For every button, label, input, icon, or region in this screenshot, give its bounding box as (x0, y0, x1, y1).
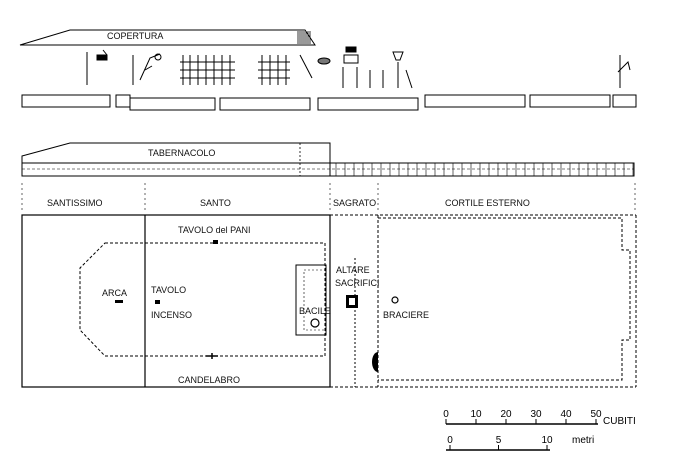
plan-view: TAVOLO del PANI ARCA TAVOLO INCENSO CAND… (21, 214, 637, 388)
section-label-sagrato: SAGRATO (333, 198, 376, 208)
courtyard-inner-outline (378, 217, 631, 381)
ark-marker (115, 300, 123, 303)
incense-table-label-1: TAVOLO (151, 285, 186, 295)
basin-label: BACILE (299, 306, 331, 316)
scale-cubiti-tick-label: 20 (500, 409, 512, 420)
ark-label: ARCA (102, 288, 127, 298)
section-dividers (21, 183, 636, 213)
altar-label-2: SACRIFICI (335, 278, 380, 288)
scale-cubiti: 0 10 20 30 40 50 CUBITI (443, 409, 636, 427)
elevation-furnishings (86, 46, 631, 89)
tabernacle-label: TABERNACOLO (148, 148, 215, 158)
brazier-label: BRACIERE (383, 310, 429, 320)
scale-cubiti-tick-label: 10 (470, 409, 482, 420)
tabernacle-box (21, 214, 331, 388)
lampstand-marker (206, 353, 218, 359)
scale-cubiti-tick-label: 40 (560, 409, 572, 420)
basin-marker (310, 318, 320, 328)
scale-cubiti-tick-label: 0 (443, 409, 449, 420)
roof-hatch (297, 31, 311, 44)
altar-label-1: ALTARE (336, 265, 370, 275)
scale-metri-tick-label: 5 (496, 435, 502, 446)
scale-cubiti-tick-label: 50 (590, 409, 602, 420)
section-label-santissimo: SANTISSIMO (47, 198, 103, 208)
section-label-santo: SANTO (200, 198, 231, 208)
scale-metri-unit: metri (572, 435, 594, 446)
section-label-cortile: CORTILE ESTERNO (445, 198, 530, 208)
inner-sanctuary-outline (79, 242, 326, 357)
fence-ticks (335, 163, 634, 176)
tabernacle-section: TABERNACOLO (21, 142, 635, 177)
scale-cubiti-tick-label: 30 (530, 409, 542, 420)
roof-label: COPERTURA (107, 31, 163, 41)
table-bread-label: TAVOLO del PANI (178, 225, 251, 235)
scale-metri-tick-label: 0 (447, 435, 453, 446)
courtyard-outline (330, 214, 637, 388)
elevation-view: COPERTURA (19, 29, 637, 111)
brazier-marker (391, 296, 399, 304)
table-bread-marker (213, 240, 218, 244)
scale-metri-tick-label: 10 (541, 435, 553, 446)
frame-posts (180, 55, 290, 85)
roof-shape (19, 29, 316, 46)
incense-table-label-2: INCENSO (151, 310, 192, 320)
foundation-blocks (21, 94, 637, 111)
scale-metri: 0 5 10 metri (446, 435, 594, 451)
lampstand-label: CANDELABRO (178, 375, 240, 385)
incense-table-marker (155, 300, 160, 304)
scale-cubiti-unit: CUBITI (603, 416, 636, 427)
